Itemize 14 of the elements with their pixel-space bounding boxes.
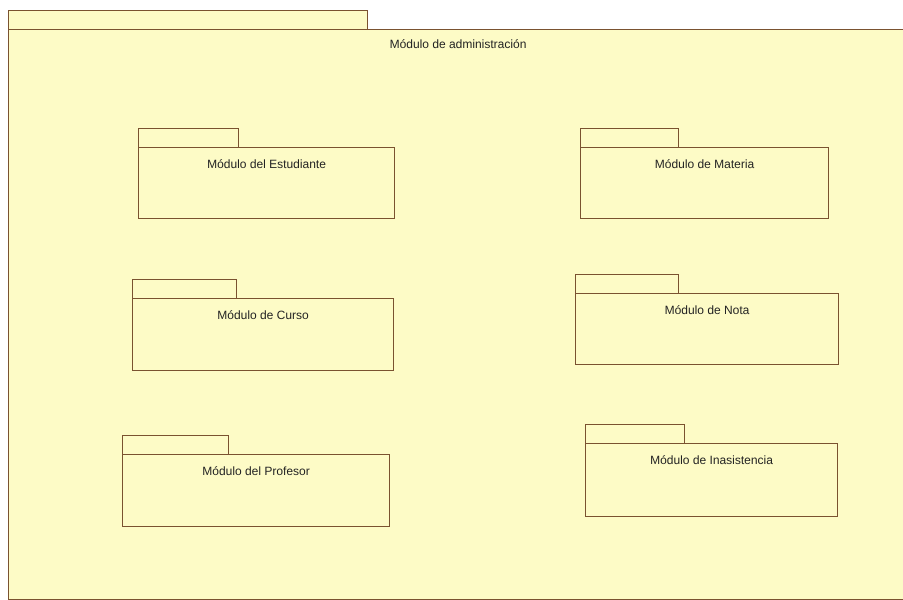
uml-package [132,279,394,371]
uml-package [580,128,829,219]
package-name: Módulo del Profesor [202,463,310,480]
package-name: Módulo del Estudiante [207,156,326,173]
package-name: Módulo de Inasistencia [650,452,773,469]
package-name: Módulo de Curso [217,307,309,324]
uml-package [8,10,903,600]
package-name: Módulo de administración [390,36,526,53]
uml-package [575,274,839,365]
uml-package [585,424,838,517]
package-name: Módulo de Nota [664,302,750,319]
uml-package [122,435,390,527]
package-name: Módulo de Materia [654,156,754,173]
uml-package [138,128,395,219]
